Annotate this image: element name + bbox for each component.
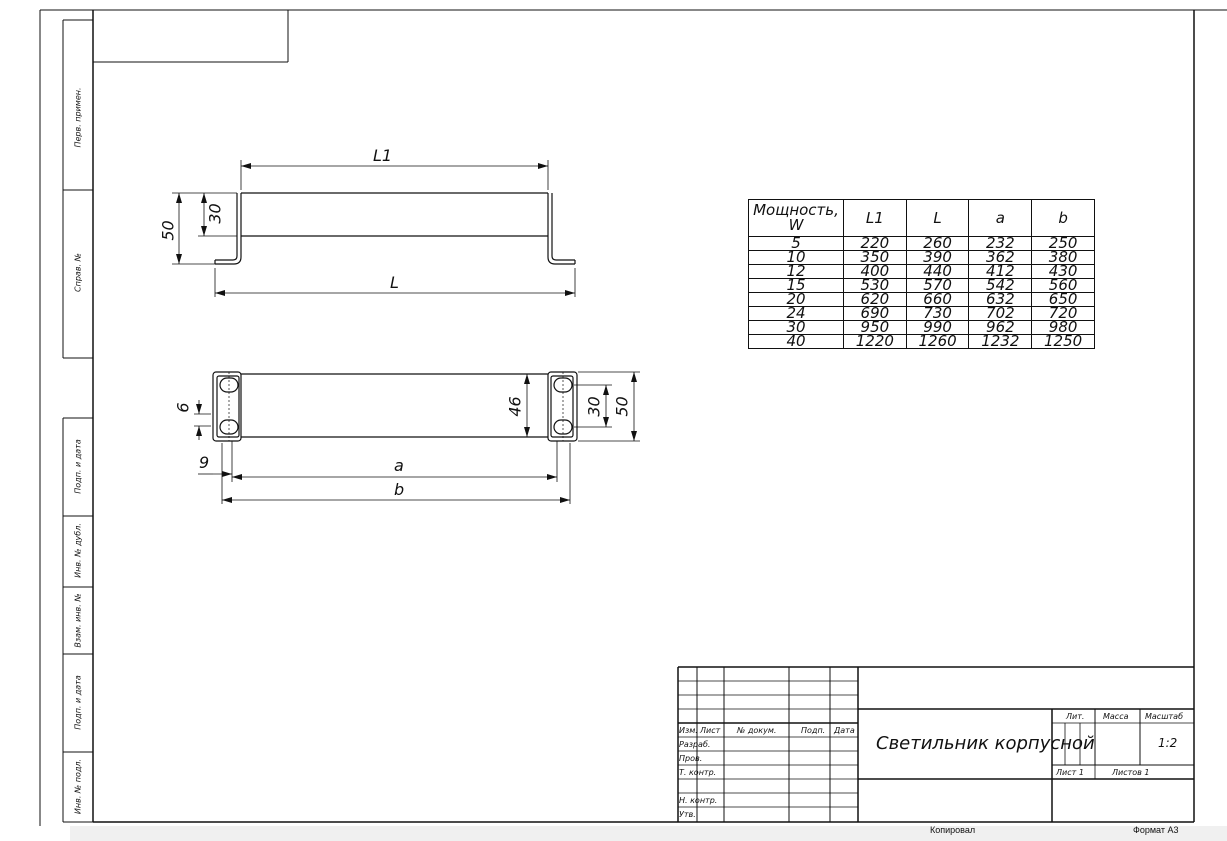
tb-lit: Лит. [1066,712,1085,721]
tb-scale-value: 1:2 [1158,736,1178,750]
spec-header-cell: Мощность, W [748,199,844,237]
label-podp-data-1: Подп. и дата [73,439,83,494]
spec-table-cell: 1250 [1031,334,1095,349]
spec-table-cell: 350 [842,250,907,265]
dim-6-label: 6 [173,402,193,413]
dim-30-side-label: 30 [205,203,225,224]
dim-50-side-label: 50 [158,220,178,241]
tb-massa: Масса [1103,712,1129,721]
dim-a-label: a [394,456,404,475]
spec-table-cell: 650 [1031,292,1095,307]
tb-dokum: № докум. [737,726,777,735]
tb-t-kontr: Т. контр. [679,768,717,777]
spec-table-cell: 232 [968,236,1033,251]
spec-table-cell: 1220 [842,334,907,349]
label-podp-data-2: Подп. и дата [73,675,83,730]
spec-table-cell: 40 [748,334,844,349]
spec-header-row: Мощность, W L1 L a b [748,199,1095,237]
tb-utv: Утв. [679,810,696,819]
spec-table-cell: 1232 [968,334,1033,349]
spec-header-cell: L1 [842,199,907,237]
dim-50-top-label: 50 [612,396,632,417]
dim-l-label: L [390,273,399,292]
label-inv-podl: Инв. № подл. [73,758,83,815]
label-sprav-no: Справ. № [73,253,83,292]
top-view-dimensions [194,371,640,504]
tb-data: Дата [834,726,855,735]
tb-sheets: Листов 1 [1112,768,1150,777]
title-block-grid [677,666,1194,822]
side-view [214,192,576,265]
dim-b-label: b [394,480,405,499]
sheet-frame [39,9,1227,826]
spec-table-cell: 362 [968,250,1033,265]
tb-izm: Изм. [679,726,698,735]
label-inv-dubl: Инв. № дубл. [73,523,83,578]
tb-podp: Подп. [801,726,826,735]
spec-table-cell: 980 [1031,320,1095,335]
tb-list: Лист [700,726,721,735]
spec-header-cell: b [1031,199,1095,237]
tb-razrab: Разраб. [679,740,711,749]
spec-table-cell: 962 [968,320,1033,335]
spec-table-cell: 430 [1031,264,1095,279]
tb-n-kontr: Н. контр. [679,796,718,805]
dim-46-label: 46 [505,396,525,417]
left-margin-columns [62,19,93,823]
drawing-title: Светильник корпусной [876,733,1095,754]
top-left-box [93,10,289,63]
tb-sheet: Лист 1 [1056,768,1084,777]
spec-header-cell: L [905,199,970,237]
label-perv-primen: Перв. примен. [73,87,83,148]
spec-table-cell: 1260 [905,334,970,349]
tb-prov: Пров. [679,754,703,763]
label-vzam-inv: Взам. инв. № [73,593,83,648]
side-view-dimensions [172,160,576,297]
spec-table-cell: 560 [1031,278,1095,293]
dim-l1-label: L1 [373,146,393,165]
spec-table-cell: 220 [842,236,907,251]
footer-kopiroval: Копировал [930,825,976,835]
tb-masshtab: Масштаб [1145,712,1184,721]
dim-30-top-label: 30 [584,396,604,417]
spec-header-cell: a [968,199,1033,237]
footer-format: Формат A3 [1133,825,1179,835]
top-view-centerlines [228,372,564,441]
dim-9-label: 9 [199,453,210,472]
page-gray-band [70,826,1227,841]
